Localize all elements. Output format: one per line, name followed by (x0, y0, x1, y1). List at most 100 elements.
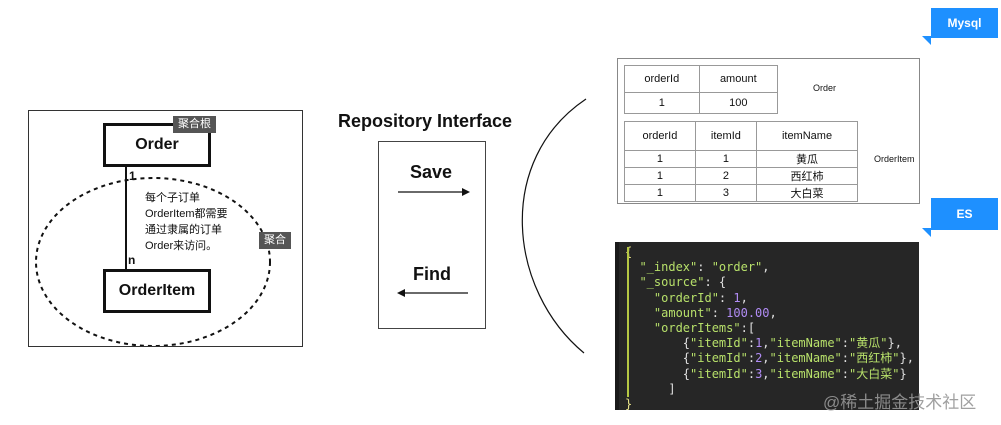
table-row: 1 100 (624, 92, 779, 114)
cardinality-one: 1 (129, 169, 136, 183)
code-token: } (899, 366, 907, 381)
aggregate-boundary (35, 167, 271, 346)
code-token: "itemId" (690, 366, 748, 381)
code-line: "_index": "order", (625, 260, 919, 275)
code-token: 3 (755, 366, 763, 381)
table-cell: 大白菜 (756, 184, 858, 202)
aggregate-root-tag: 聚合根 (173, 116, 216, 133)
find-label: Find (413, 264, 451, 284)
table-header-cell: amount (698, 65, 779, 93)
code-token: "orderItems" (625, 321, 741, 336)
orderitem-entity: OrderItem (103, 269, 211, 313)
code-token: "大白菜" (849, 366, 900, 381)
table-cell: 1 (624, 184, 696, 202)
code-token: , (740, 290, 748, 305)
table-cell: 1 (624, 150, 696, 168)
table-header-cell: orderId (624, 121, 696, 151)
table-row: 1 2 西红柿 (624, 167, 858, 185)
table-header-cell: itemId (694, 121, 758, 151)
code-token: , (762, 366, 770, 381)
code-token: "order" (711, 260, 763, 275)
table-cell: 1 (624, 167, 696, 185)
code-token: : (747, 351, 756, 366)
save-label: Save (410, 162, 453, 182)
table-header-row: orderId amount (624, 65, 779, 93)
code-token: 2 (755, 351, 763, 366)
code-token: }, (887, 336, 902, 351)
aggregate-tag: 聚合 (259, 232, 291, 249)
note-line: OrderItem都需要 (145, 208, 228, 220)
code-token: , (762, 336, 770, 351)
code-token: : (841, 366, 850, 381)
code-line: {"itemId":2,"itemName":"西红柿"}, (625, 351, 919, 366)
code-token: : (718, 290, 734, 305)
code-line: {"itemId":1,"itemName":"黄瓜"}, (625, 336, 919, 351)
table-cell: 西红柿 (756, 167, 858, 185)
table-cell: 3 (694, 184, 758, 202)
code-token: } (625, 397, 633, 412)
code-token: "itemId" (690, 336, 748, 351)
table-cell: 1 (694, 150, 758, 168)
mysql-panel: orderId amount 1 100 Order orderId itemI… (617, 58, 920, 204)
code-line: } (625, 397, 919, 412)
table-cell: 黄瓜 (756, 150, 858, 168)
code-token: "amount" (625, 305, 712, 320)
mysql-badge: Mysql (931, 8, 998, 38)
code-token: "黄瓜" (849, 336, 888, 351)
code-token: 100.00 (726, 305, 770, 320)
code-token: "itemName" (769, 366, 842, 381)
note-line: 每个子订单 (145, 192, 200, 204)
code-token: : (711, 305, 727, 320)
code-line: ] (625, 382, 919, 397)
table-row: 1 1 黄瓜 (624, 150, 858, 168)
code-token: { (625, 336, 691, 351)
mysql-badge-notch (922, 36, 931, 45)
code-token: { (625, 366, 691, 381)
code-token: 1 (755, 336, 763, 351)
code-token: , (769, 305, 777, 320)
es-badge-notch (922, 228, 931, 237)
code-token: ] (625, 381, 676, 396)
code-line: "amount": 100.00, (625, 306, 919, 321)
code-token: : (841, 336, 850, 351)
orderitem-table: orderId itemId itemName 1 1 黄瓜 1 2 西红柿 1… (624, 121, 858, 202)
code-token: { (625, 351, 691, 366)
code-token: : { (704, 275, 727, 290)
code-token: "itemName" (769, 351, 842, 366)
es-badge: ES (931, 198, 998, 230)
code-token: 1 (733, 290, 741, 305)
repository-box (378, 141, 486, 329)
storage-divider-arc (521, 98, 587, 354)
aggregate-boundary-ellipse (35, 177, 271, 346)
code-line: { (625, 245, 919, 260)
code-token: "orderId" (625, 290, 719, 305)
code-token: : (697, 260, 712, 275)
code-token: : (841, 351, 850, 366)
code-token: "西红柿" (849, 351, 900, 366)
code-token: , (762, 351, 770, 366)
aggregate-note: 每个子订单 OrderItem都需要 通过隶属的订单 Order来访问。 (145, 190, 245, 254)
code-line: "orderItems":[ (625, 321, 919, 336)
cardinality-many: n (128, 253, 136, 267)
aggregate-panel: Order 聚合根 1 每个子订单 OrderItem都需要 通过隶属的订单 O… (28, 110, 303, 347)
es-document-code: { "_index": "order", "_source": { "order… (615, 242, 919, 412)
code-token: "itemName" (769, 336, 842, 351)
code-token: }, (899, 351, 914, 366)
editor-indent-guide (627, 247, 629, 397)
order-table: orderId amount 1 100 (624, 65, 779, 114)
code-line: "_source": { (625, 275, 919, 290)
code-token: : (747, 336, 756, 351)
table-cell: 2 (694, 167, 758, 185)
table-header-row: orderId itemId itemName (624, 121, 858, 151)
code-line: "orderId": 1, (625, 291, 919, 306)
table-header-cell: itemName (756, 121, 858, 151)
orderitem-table-label: OrderItem (874, 154, 915, 164)
code-token: , (762, 260, 770, 275)
code-token: "_source" (625, 275, 705, 290)
note-line: Order来访问。 (145, 240, 218, 252)
watermark: @稀土掘金技术社区 (823, 393, 977, 412)
code-token: : (747, 366, 756, 381)
code-token: "itemId" (690, 351, 748, 366)
code-line: {"itemId":3,"itemName":"大白菜"} (625, 367, 919, 382)
table-cell: 100 (698, 92, 779, 114)
